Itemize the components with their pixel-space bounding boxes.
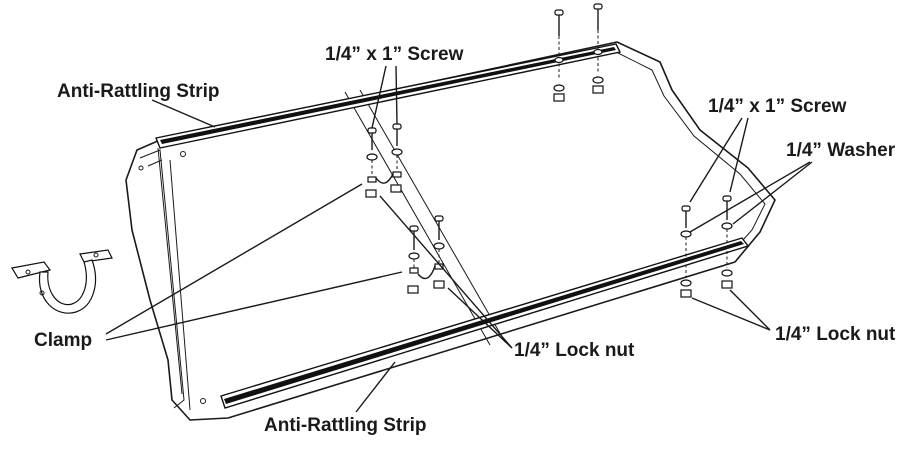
- lock-nut-icon: [553, 93, 565, 102]
- screw-icon: [554, 9, 564, 36]
- washer-label-right: 1/4” Washer: [786, 140, 896, 161]
- skid-plate: [125, 41, 776, 421]
- leader-lines: [105, 65, 813, 413]
- washer-icon: [721, 222, 733, 230]
- clamp-label: Clamp: [34, 330, 92, 351]
- washer-icon: [366, 153, 378, 161]
- lock-nut-icon: [680, 289, 692, 298]
- hardware-left-center: [365, 123, 403, 198]
- screw-icon: [593, 3, 603, 30]
- strip-label-bottom: Anti-Rattling Strip: [264, 415, 427, 436]
- screw-icon: [392, 123, 402, 146]
- anti-rattling-strip-top: [155, 43, 622, 149]
- screw-icon: [681, 205, 691, 228]
- lock-nut-icon: [433, 280, 445, 289]
- lock-nut-icon: [407, 285, 419, 294]
- lock-nut-label-right: 1/4” Lock nut: [775, 324, 896, 345]
- hardware-top-right: [553, 3, 604, 102]
- strip-label-top: Anti-Rattling Strip: [57, 81, 220, 102]
- lock-nut-icon: [365, 189, 377, 198]
- washer-icon: [391, 148, 403, 156]
- screw-label-top: 1/4” x 1” Screw: [325, 44, 464, 65]
- lock-nut-label-center: 1/4” Lock nut: [514, 340, 635, 361]
- lock-nut-icon: [592, 85, 604, 94]
- washer-icon: [553, 84, 565, 92]
- washer-icon: [592, 76, 604, 84]
- washer-icon: [408, 252, 420, 260]
- lock-nut-icon: [390, 184, 402, 193]
- washer-icon: [433, 242, 445, 250]
- hardware-right: [680, 195, 733, 298]
- clamp-icon: [11, 249, 113, 314]
- screw-icon: [434, 215, 444, 240]
- lock-nut-icon: [721, 280, 733, 289]
- screw-label-right: 1/4” x 1” Screw: [708, 96, 847, 117]
- washer-icon: [680, 230, 692, 238]
